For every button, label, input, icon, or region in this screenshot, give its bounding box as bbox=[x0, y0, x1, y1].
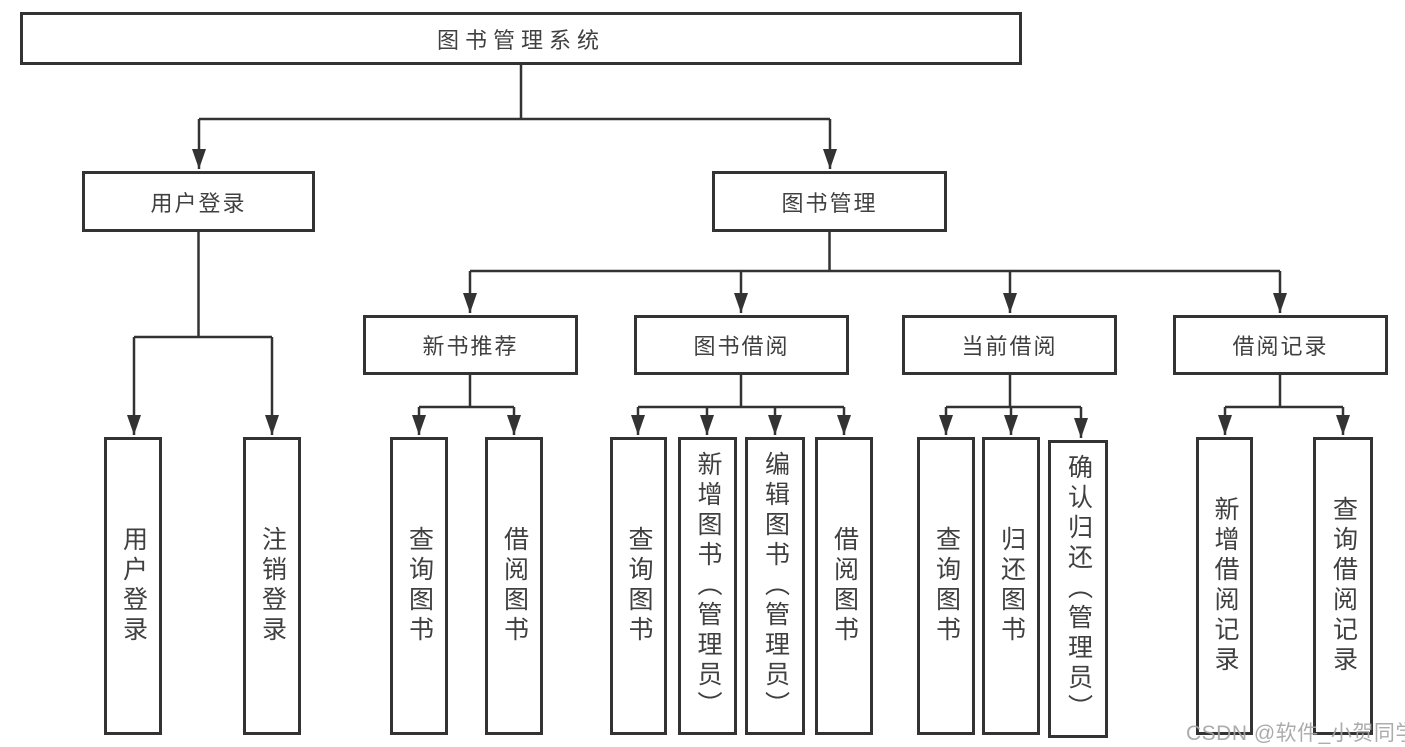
leaf-add-books-admin: 新增图书（管理员） bbox=[678, 437, 737, 735]
leaf-query-books-current: 查询图书 bbox=[917, 437, 975, 735]
leaf-borrow-books-recommend: 借阅图书 bbox=[485, 437, 543, 735]
node-user-login: 用户登录 bbox=[82, 171, 315, 232]
leaf-return-books: 归还图书 bbox=[982, 437, 1040, 735]
node-library-management-system: 图书管理系统 bbox=[20, 12, 1022, 65]
leaf-query-borrow-record: 查询借阅记录 bbox=[1313, 437, 1373, 735]
leaf-confirm-return-admin: 确认归还（管理员） bbox=[1048, 440, 1108, 738]
node-new-book-recommendation: 新书推荐 bbox=[363, 315, 578, 375]
connector-rails bbox=[134, 65, 1343, 409]
leaf-logout: 注销登录 bbox=[243, 437, 301, 735]
node-current-borrowing: 当前借阅 bbox=[902, 315, 1117, 375]
csdn-watermark: CSDN @软件_小贺同学 bbox=[1186, 722, 1405, 745]
node-book-management: 图书管理 bbox=[712, 171, 947, 232]
leaf-query-books-recommend: 查询图书 bbox=[390, 437, 448, 735]
leaf-edit-books-admin: 编辑图书（管理员） bbox=[745, 437, 805, 735]
connector-arrows bbox=[127, 119, 1350, 438]
leaf-query-books-borrow: 查询图书 bbox=[610, 437, 667, 735]
node-borrowing-records: 借阅记录 bbox=[1173, 315, 1388, 375]
leaf-borrow-books: 借阅图书 bbox=[815, 437, 873, 735]
node-book-borrowing: 图书借阅 bbox=[634, 315, 849, 375]
leaf-user-login: 用户登录 bbox=[104, 437, 162, 735]
leaf-add-borrow-record: 新增借阅记录 bbox=[1196, 437, 1253, 735]
